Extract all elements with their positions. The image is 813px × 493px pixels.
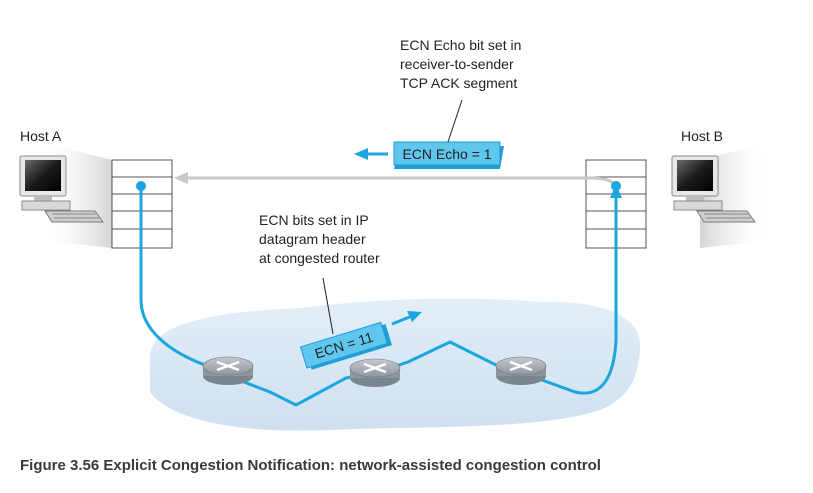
- host-b-transport-dot: [611, 181, 621, 191]
- ecn-right-arrow-line: [391, 314, 413, 326]
- host-a-transport-dot: [136, 181, 146, 191]
- ecn-echo-callout-line: [447, 99, 463, 143]
- ecn-echo-note-line: ECN Echo bit set in: [400, 37, 522, 53]
- ecn-bits-note-line: ECN bits set in IP: [259, 212, 369, 228]
- ecn-bits-note-line: at congested router: [259, 250, 380, 266]
- host-a-computer-icon: [19, 155, 104, 223]
- ecn-bits-callout-line: [322, 277, 334, 335]
- figure-caption: Figure 3.56 Explicit Congestion Notifica…: [20, 457, 601, 474]
- ecn-echo-tag-text: ECN Echo = 1: [402, 146, 491, 162]
- ecn-echo-tag: ECN Echo = 1: [393, 141, 504, 169]
- ecn-echo-left-arrowhead: [354, 148, 368, 160]
- router-icon: [202, 356, 254, 385]
- ecn-echo-note-line: receiver-to-sender: [400, 56, 514, 72]
- host-b-computer-icon: [671, 155, 756, 223]
- host-b-label: Host B: [681, 128, 724, 144]
- ecn-bits-note-line: datagram header: [259, 231, 366, 247]
- router-icon: [349, 358, 401, 387]
- ack-arrowhead: [174, 172, 188, 184]
- host-a-label: Host A: [20, 128, 62, 144]
- ack-path: [185, 176, 618, 187]
- ecn-echo-note-line: TCP ACK segment: [400, 75, 518, 91]
- ecn-right-arrowhead: [407, 311, 422, 322]
- router-icon: [495, 356, 547, 385]
